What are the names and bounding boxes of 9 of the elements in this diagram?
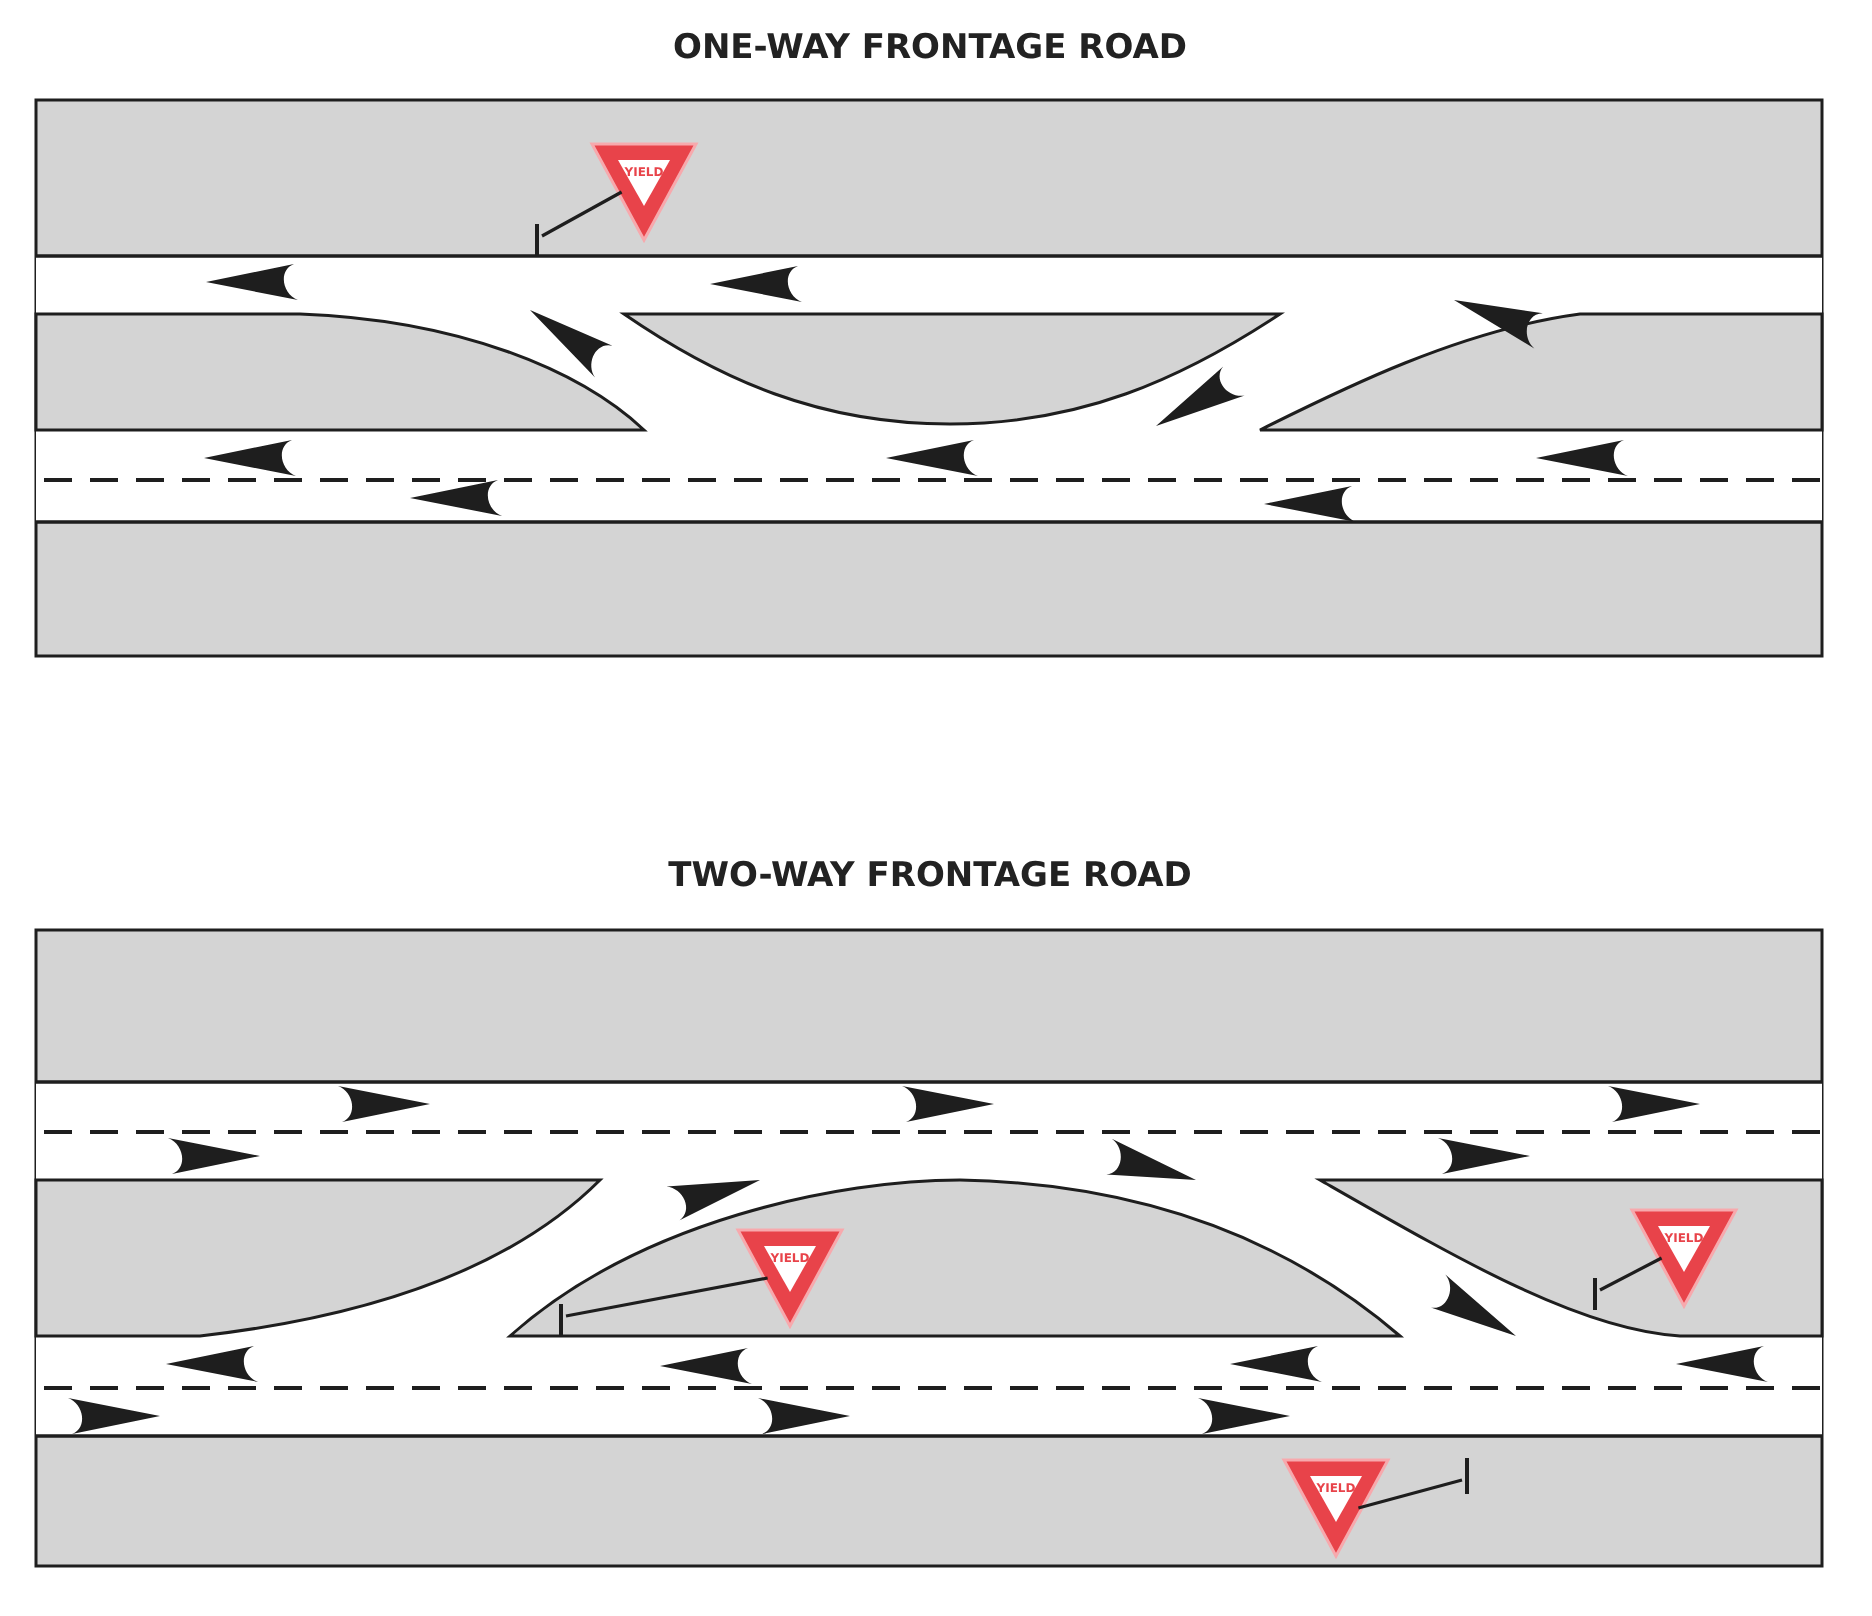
- sign-post-mark: [1462, 1458, 1472, 1494]
- panel-title: TWO-WAY FRONTAGE ROAD: [668, 856, 1192, 896]
- sign-post-mark: [1590, 1278, 1600, 1310]
- leader-line: [541, 190, 623, 238]
- leader-line: [1358, 1478, 1463, 1510]
- sign-post-mark: [556, 1304, 566, 1336]
- sign-post-mark: [532, 224, 542, 256]
- panel-title: ONE-WAY FRONTAGE ROAD: [673, 28, 1187, 68]
- leader-line: [1599, 1256, 1663, 1292]
